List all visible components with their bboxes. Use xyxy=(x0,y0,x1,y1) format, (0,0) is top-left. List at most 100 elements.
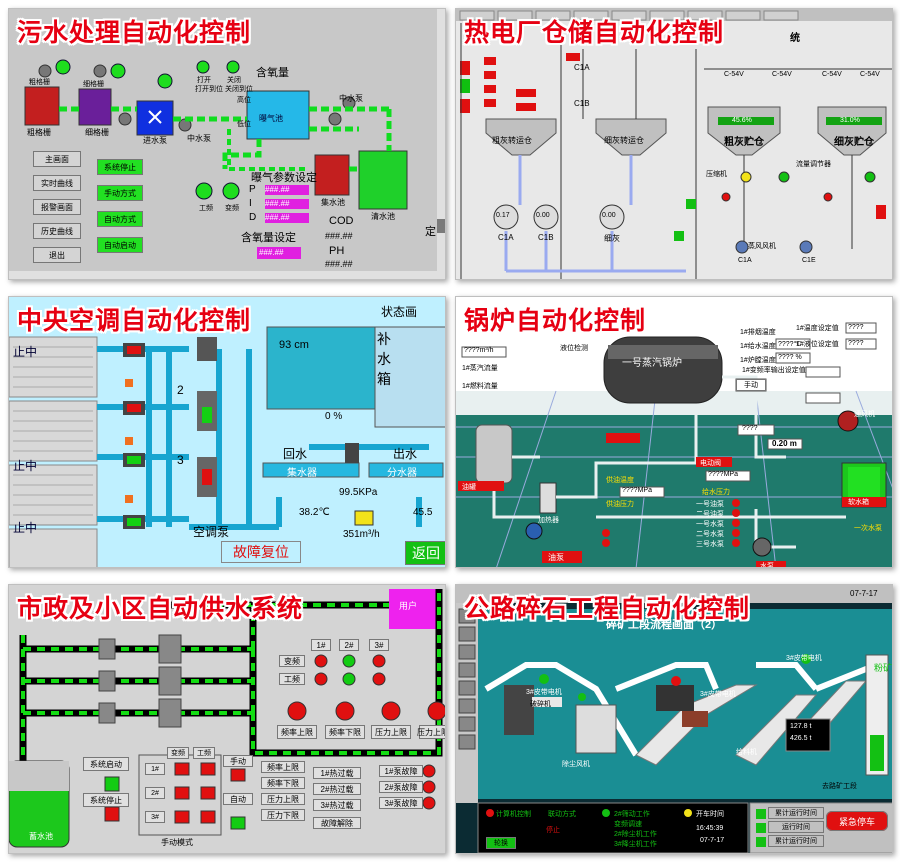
tank-collect xyxy=(314,154,350,196)
nav-exit-button[interactable]: 退出 xyxy=(33,247,81,263)
auto-button[interactable]: 自动 xyxy=(223,793,253,805)
water-supply-diagram xyxy=(9,585,445,853)
value-q-3: ???? xyxy=(848,324,864,331)
label-pump2: 中水泵 xyxy=(339,94,363,103)
label-pump-3: 3 xyxy=(177,453,184,467)
time-button-2[interactable]: 运行时间 xyxy=(768,821,824,833)
label-time: 开车时间 xyxy=(696,811,724,818)
label-feeder: 给料机 xyxy=(736,749,757,756)
label-pump-2: 2 xyxy=(177,383,184,397)
system-stop-button[interactable]: 系统停止 xyxy=(97,159,143,175)
label-tank6: 清水池 xyxy=(371,212,395,221)
rotate-button[interactable]: 轮换 xyxy=(486,837,516,849)
top-date: 07-7-17 xyxy=(850,589,878,598)
scrollbar[interactable] xyxy=(437,9,446,280)
label-computer-control: 计算机控制 xyxy=(496,811,531,818)
row-pump-1: 1# xyxy=(145,763,165,775)
manual-button[interactable]: 手动 xyxy=(223,755,253,767)
label-level-set: 1#液位设定值 xyxy=(796,341,839,348)
value-time: 16:45:39 xyxy=(696,825,724,832)
label-tank1: 粗格栅 xyxy=(27,128,51,137)
label-shui: 水 xyxy=(377,351,391,367)
label-splitter: 分水器 xyxy=(387,468,417,479)
status-light xyxy=(222,182,240,200)
auto-mode-button[interactable]: 自动方式 xyxy=(97,211,143,227)
label-col-work: 工频 xyxy=(193,747,215,759)
label-ph: PH xyxy=(329,245,345,257)
time-button-3[interactable]: 累计运行时间 xyxy=(768,835,824,847)
value-date: 07-7-17 xyxy=(700,837,725,844)
label-state: 状态画 xyxy=(381,305,418,319)
header-pump-1: 1# xyxy=(311,639,331,651)
panel-water-supply: 市政及小区自动供水系统 用户 1# 2# 3# 变频 工频 频率上限 频率下限 … xyxy=(8,584,446,854)
label-temp-set: 1#温度设定值 xyxy=(796,325,839,332)
manual-button[interactable]: 手动 xyxy=(736,379,766,391)
pressure-upper-button[interactable]: 压力上限 xyxy=(371,725,411,739)
label-i: I xyxy=(249,198,252,209)
system-start-button[interactable]: 系统启动 xyxy=(83,757,129,771)
label-pump-5: 三号水泵 xyxy=(696,541,724,548)
freq-upper-button[interactable]: 频率上限 xyxy=(277,725,317,739)
auto-start-button[interactable]: 自动启动 xyxy=(97,237,143,253)
label-high: 高位 xyxy=(237,97,251,104)
fault-reset-button[interactable]: 故障解除 xyxy=(313,817,361,829)
panel-title: 热电厂仓储自动化控制 xyxy=(464,18,725,47)
label-fan3: 变频 xyxy=(225,205,239,212)
label-oxygen: 含氧量 xyxy=(256,67,289,79)
nav-history-button[interactable]: 历史曲线 xyxy=(33,223,81,239)
label-tank4: 曝气池 xyxy=(259,114,283,123)
overload-2: 2#热过载 xyxy=(313,783,361,795)
label-close1: 关闭 xyxy=(227,77,241,84)
label-belt-motor-2: 3#皮带电机 xyxy=(700,691,736,698)
label-c1b: C1B xyxy=(538,233,554,242)
label-pump: 空调泵 xyxy=(193,525,230,539)
pump-fault-3: 3#泵故障 xyxy=(379,797,423,809)
p-lower-button[interactable]: 压力下限 xyxy=(261,809,305,821)
back-button[interactable]: 返回 xyxy=(405,541,445,565)
value-coarse-level: 45.6% xyxy=(732,117,752,124)
value-oxygen-set: ###.## xyxy=(259,248,284,257)
system-stop-button[interactable]: 系统停止 xyxy=(83,793,129,807)
label-c1a: C1A xyxy=(498,233,514,242)
nav-main-button[interactable]: 主画面 xyxy=(33,151,81,167)
label-open2: 打开到位 xyxy=(195,86,223,93)
label-to-work: 去路矿工段 xyxy=(822,783,857,790)
label-fine-silo: 细灰贮仓 xyxy=(834,137,874,148)
value-water-pressure: ????MPa xyxy=(708,471,738,478)
status-light xyxy=(196,60,210,74)
pressure-upper-button-2[interactable]: 压力上限 xyxy=(417,725,445,739)
label-var-freq: 变频 xyxy=(279,655,305,667)
tank-aeration xyxy=(246,90,310,140)
label-fan: 除尘风机 xyxy=(562,761,590,768)
value-d: ###.## xyxy=(265,213,290,222)
emergency-stop-button[interactable]: 紧急停车 xyxy=(826,811,888,831)
label-crusher: 破碎机 xyxy=(530,701,551,708)
label-pump1: 中水泵 xyxy=(187,134,211,143)
value-steam-flow: ????m³/h xyxy=(464,347,494,354)
label-chiller-2: 止中 xyxy=(13,459,38,473)
fault-reset-button[interactable]: 故障复位 xyxy=(221,541,301,563)
label-oil-temp: 供油温度 xyxy=(606,477,634,484)
f-lower-button[interactable]: 频率下限 xyxy=(261,777,305,789)
label-bu: 补 xyxy=(377,331,391,347)
label-water-press: 给水压力 xyxy=(702,489,730,496)
label-d: D xyxy=(249,212,257,223)
time-button-1[interactable]: 累计运行时间 xyxy=(768,807,824,819)
label-cs2: C-54V xyxy=(772,71,792,78)
nav-alarm-button[interactable]: 报警画面 xyxy=(33,199,81,215)
f-upper-button[interactable]: 频率上限 xyxy=(261,761,305,773)
label-boiler: 一号蒸汽锅炉 xyxy=(622,358,682,369)
label-flow-valve: 流量调节器 xyxy=(796,161,831,168)
panel-title: 中央空调自动化控制 xyxy=(17,306,252,335)
p-upper-button[interactable]: 压力上限 xyxy=(261,793,305,805)
manual-mode-button[interactable]: 手动方式 xyxy=(97,185,143,201)
value-ph: ###.## xyxy=(325,259,353,269)
status-light xyxy=(55,59,71,75)
value-q-4: ???? xyxy=(848,340,864,347)
freq-lower-button[interactable]: 频率下限 xyxy=(325,725,365,739)
label-s1: 2#筛动工作 xyxy=(614,811,650,818)
label-tank5: 集水池 xyxy=(321,198,345,207)
value-temp-return: 38.2℃ xyxy=(299,507,330,518)
nav-realtime-button[interactable]: 实时曲线 xyxy=(33,175,81,191)
label-tank2b: 细格栅 xyxy=(83,81,104,88)
